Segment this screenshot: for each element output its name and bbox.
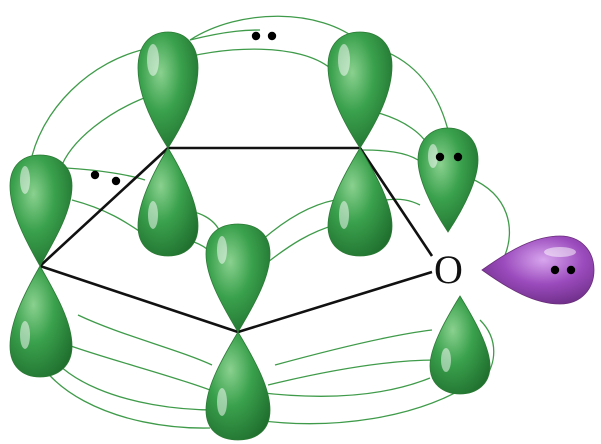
p-orbital-bottom [206, 224, 270, 440]
oxygen-atom-label: O [434, 247, 463, 292]
p-orbital-top-left [138, 32, 198, 256]
sp2-lone-pair-orbital [482, 236, 594, 304]
p-orbital-top-right [328, 32, 392, 256]
electron-pair-top [252, 32, 276, 40]
